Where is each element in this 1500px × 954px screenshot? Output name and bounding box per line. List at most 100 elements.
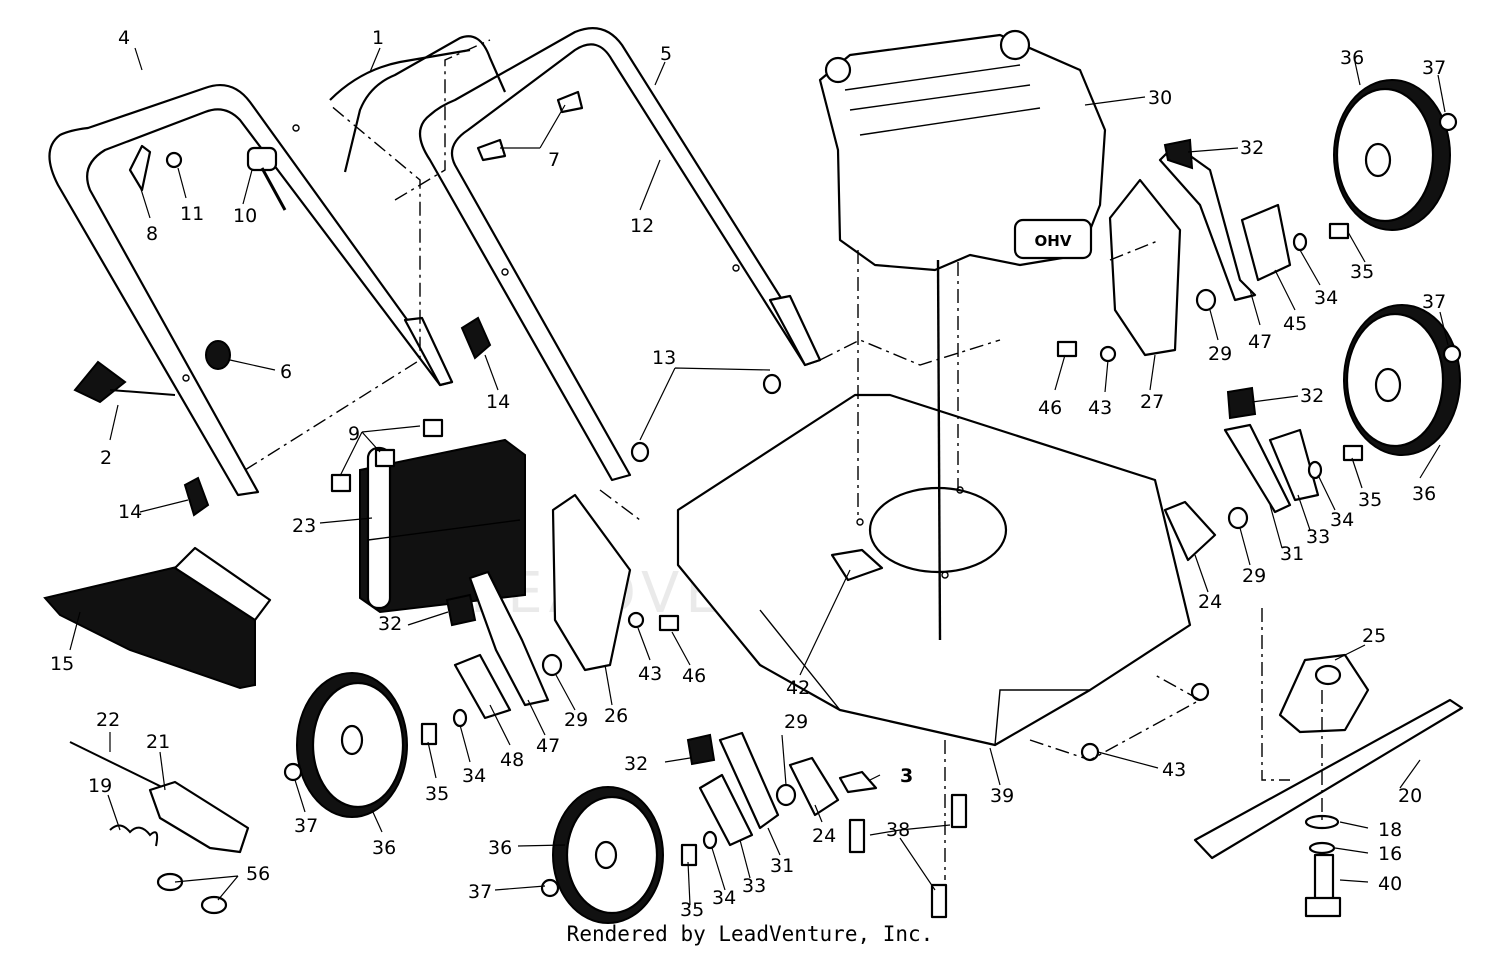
callout-labels: 4 1 5 30 36 37 8 11 10 7 12 32 35 34 45 … <box>50 27 1446 921</box>
callout-25: 25 <box>1362 625 1386 647</box>
rear-deflector-door <box>359 438 526 614</box>
callout-30: 30 <box>1148 87 1172 109</box>
callout-56: 56 <box>246 863 270 885</box>
height-adjuster-front-right <box>1163 386 1320 562</box>
leader-lines <box>69 47 1449 906</box>
callout-24: 24 <box>1198 591 1222 613</box>
callout-43: 43 <box>638 663 662 685</box>
callout-9: 9 <box>348 423 360 445</box>
callout-36: 36 <box>1412 483 1436 505</box>
footer-credit: Rendered by LeadVenture, Inc. <box>566 922 934 946</box>
upper-handle-right <box>418 27 822 482</box>
callout-16: 16 <box>1378 843 1402 865</box>
callout-10: 10 <box>233 205 257 227</box>
callout-32: 32 <box>624 753 648 775</box>
callout-46: 46 <box>1038 397 1062 419</box>
control-cable <box>246 146 287 211</box>
callout-32: 32 <box>1240 137 1264 159</box>
callout-35: 35 <box>1358 489 1382 511</box>
callout-39: 39 <box>990 785 1014 807</box>
callout-43: 43 <box>1088 397 1112 419</box>
callout-36: 36 <box>372 837 396 859</box>
wheel-rear-right <box>1333 79 1451 231</box>
callout-19: 19 <box>88 775 112 797</box>
callout-18: 18 <box>1378 819 1402 841</box>
height-adjuster-front-left <box>686 731 840 847</box>
callout-47: 47 <box>1248 331 1272 353</box>
blade-adapter <box>1278 653 1370 734</box>
callout-37: 37 <box>468 881 492 903</box>
callout-29: 29 <box>1208 343 1232 365</box>
callout-11: 11 <box>180 203 204 225</box>
door-hinge-bracket <box>69 741 250 915</box>
control-bail <box>329 35 507 173</box>
callout-48: 48 <box>500 749 524 771</box>
callout-35: 35 <box>425 783 449 805</box>
callout-4: 4 <box>118 27 130 49</box>
callout-35: 35 <box>1350 261 1374 283</box>
grass-chute <box>43 546 272 690</box>
callout-37: 37 <box>1422 291 1446 313</box>
callout-1: 1 <box>372 27 384 49</box>
blade-bolt-stack <box>1304 814 1342 918</box>
callout-21: 21 <box>146 731 170 753</box>
callout-32: 32 <box>378 613 402 635</box>
callout-29: 29 <box>564 709 588 731</box>
engine: OHV <box>818 29 1107 272</box>
callout-6: 6 <box>280 361 292 383</box>
callout-37: 37 <box>294 815 318 837</box>
callout-8: 8 <box>146 223 158 245</box>
callout-33: 33 <box>1306 526 1330 548</box>
callout-14: 14 <box>486 391 510 413</box>
callout-12: 12 <box>630 215 654 237</box>
callout-32: 32 <box>1300 385 1324 407</box>
callout-29: 29 <box>784 711 808 733</box>
height-adjuster-rear-right <box>1108 138 1292 357</box>
callout-29: 29 <box>1242 565 1266 587</box>
fasteners <box>283 90 1462 919</box>
callout-34: 34 <box>1330 509 1354 531</box>
callout-36: 36 <box>1340 47 1364 69</box>
callout-31: 31 <box>770 855 794 877</box>
callout-5: 5 <box>660 43 672 65</box>
callout-40: 40 <box>1378 873 1402 895</box>
mower-deck <box>676 393 1192 747</box>
wheel-front-left <box>552 786 664 924</box>
callout-34: 34 <box>712 887 736 909</box>
callout-34: 34 <box>462 765 486 787</box>
callout-42: 42 <box>786 677 810 699</box>
callout-26: 26 <box>604 705 628 727</box>
wheel-rear-left <box>296 672 408 818</box>
callout-27: 27 <box>1140 391 1164 413</box>
callout-43: 43 <box>1162 759 1186 781</box>
blade <box>1193 698 1464 860</box>
callout-33: 33 <box>742 875 766 897</box>
callout-22: 22 <box>96 709 120 731</box>
callout-15: 15 <box>50 653 74 675</box>
callout-14: 14 <box>118 501 142 523</box>
wheel-front-right <box>1343 304 1461 456</box>
callout-37: 37 <box>1422 57 1446 79</box>
callout-46: 46 <box>682 665 706 687</box>
callout-20: 20 <box>1398 785 1422 807</box>
handle-knobs <box>73 144 492 517</box>
lower-handle-left <box>48 84 454 497</box>
callout-36: 36 <box>488 837 512 859</box>
callout-13: 13 <box>652 347 676 369</box>
callout-31: 31 <box>1280 543 1304 565</box>
callout-35: 35 <box>680 899 704 921</box>
engine-badge: OHV <box>1035 232 1072 250</box>
callout-38: 38 <box>886 819 910 841</box>
crankshaft-axis <box>936 259 942 641</box>
callout-7: 7 <box>548 149 560 171</box>
callout-45: 45 <box>1283 313 1307 335</box>
callout-23: 23 <box>292 515 316 537</box>
callout-2: 2 <box>100 447 112 469</box>
callout-3: 3 <box>900 765 913 787</box>
assembly-lines <box>244 39 1290 880</box>
height-adjuster-rear-left <box>445 493 632 720</box>
callout-34: 34 <box>1314 287 1338 309</box>
callout-47: 47 <box>536 735 560 757</box>
callout-24: 24 <box>812 825 836 847</box>
